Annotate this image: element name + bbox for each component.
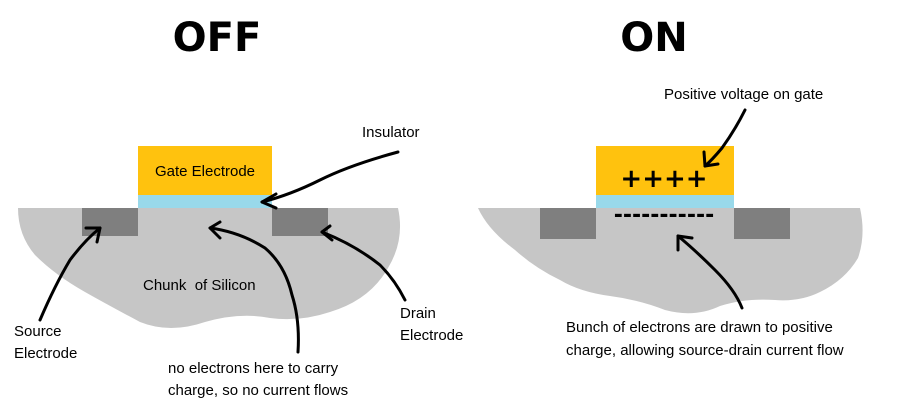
on-note-line-2: charge, allowing source-drain current fl… [566,342,844,359]
gate-electrode-on [596,146,734,195]
source-arrow [38,226,102,322]
source-label-line-1: Source [14,323,62,340]
channel-arrow-on-head [676,234,694,252]
positive-voltage-arrow [703,108,747,168]
electron-charge-layer: ----------- [614,203,714,228]
silicon-label: Chunk of Silicon [143,277,256,294]
source-electrode-on [540,208,596,239]
positive-voltage-label: Positive voltage on gate [664,86,823,103]
off-title: OFF [173,15,262,61]
on-panel: ON ++++ ----------- Positive voltage on … [478,15,863,359]
gate-positive-charge: ++++ [620,164,707,194]
off-panel: OFF Gate Electrode Insulator Chunk of Si… [14,15,463,399]
insulator-layer-on [596,195,734,208]
channel-arrow-off [208,226,300,354]
channel-arrow-off-head [208,220,222,240]
on-title: ON [620,15,687,61]
gate-electrode-label: Gate Electrode [155,163,255,180]
drain-electrode-off [272,208,328,236]
source-label-line-2: Electrode [14,345,77,362]
off-note-line-2: charge, so no current flows [168,382,348,399]
drain-label-line-1: Drain [400,305,436,322]
source-electrode-label: Source Electrode [14,323,77,362]
off-note: no electrons here to carry charge, so no… [168,360,348,399]
on-note: Bunch of electrons are drawn to positive… [566,319,844,359]
drain-label-line-2: Electrode [400,327,463,344]
insulator-arrow-head [260,192,278,210]
insulator-arrow [260,150,400,204]
silicon-chunk-off [18,208,401,328]
insulator-layer-off [138,195,272,208]
channel-arrow-on [676,234,744,310]
drain-electrode-label: Drain Electrode [400,305,463,344]
on-note-line-1: Bunch of electrons are drawn to positive [566,319,833,336]
drain-arrow [320,230,407,302]
gate-electrode-off [138,146,272,195]
off-note-line-1: no electrons here to carry [168,360,339,377]
drain-arrow-head [320,224,334,242]
drain-electrode-on [734,208,790,239]
positive-voltage-arrow-head [702,150,720,168]
insulator-label: Insulator [362,124,420,141]
source-arrow-head [84,226,102,244]
source-electrode-off [82,208,138,236]
